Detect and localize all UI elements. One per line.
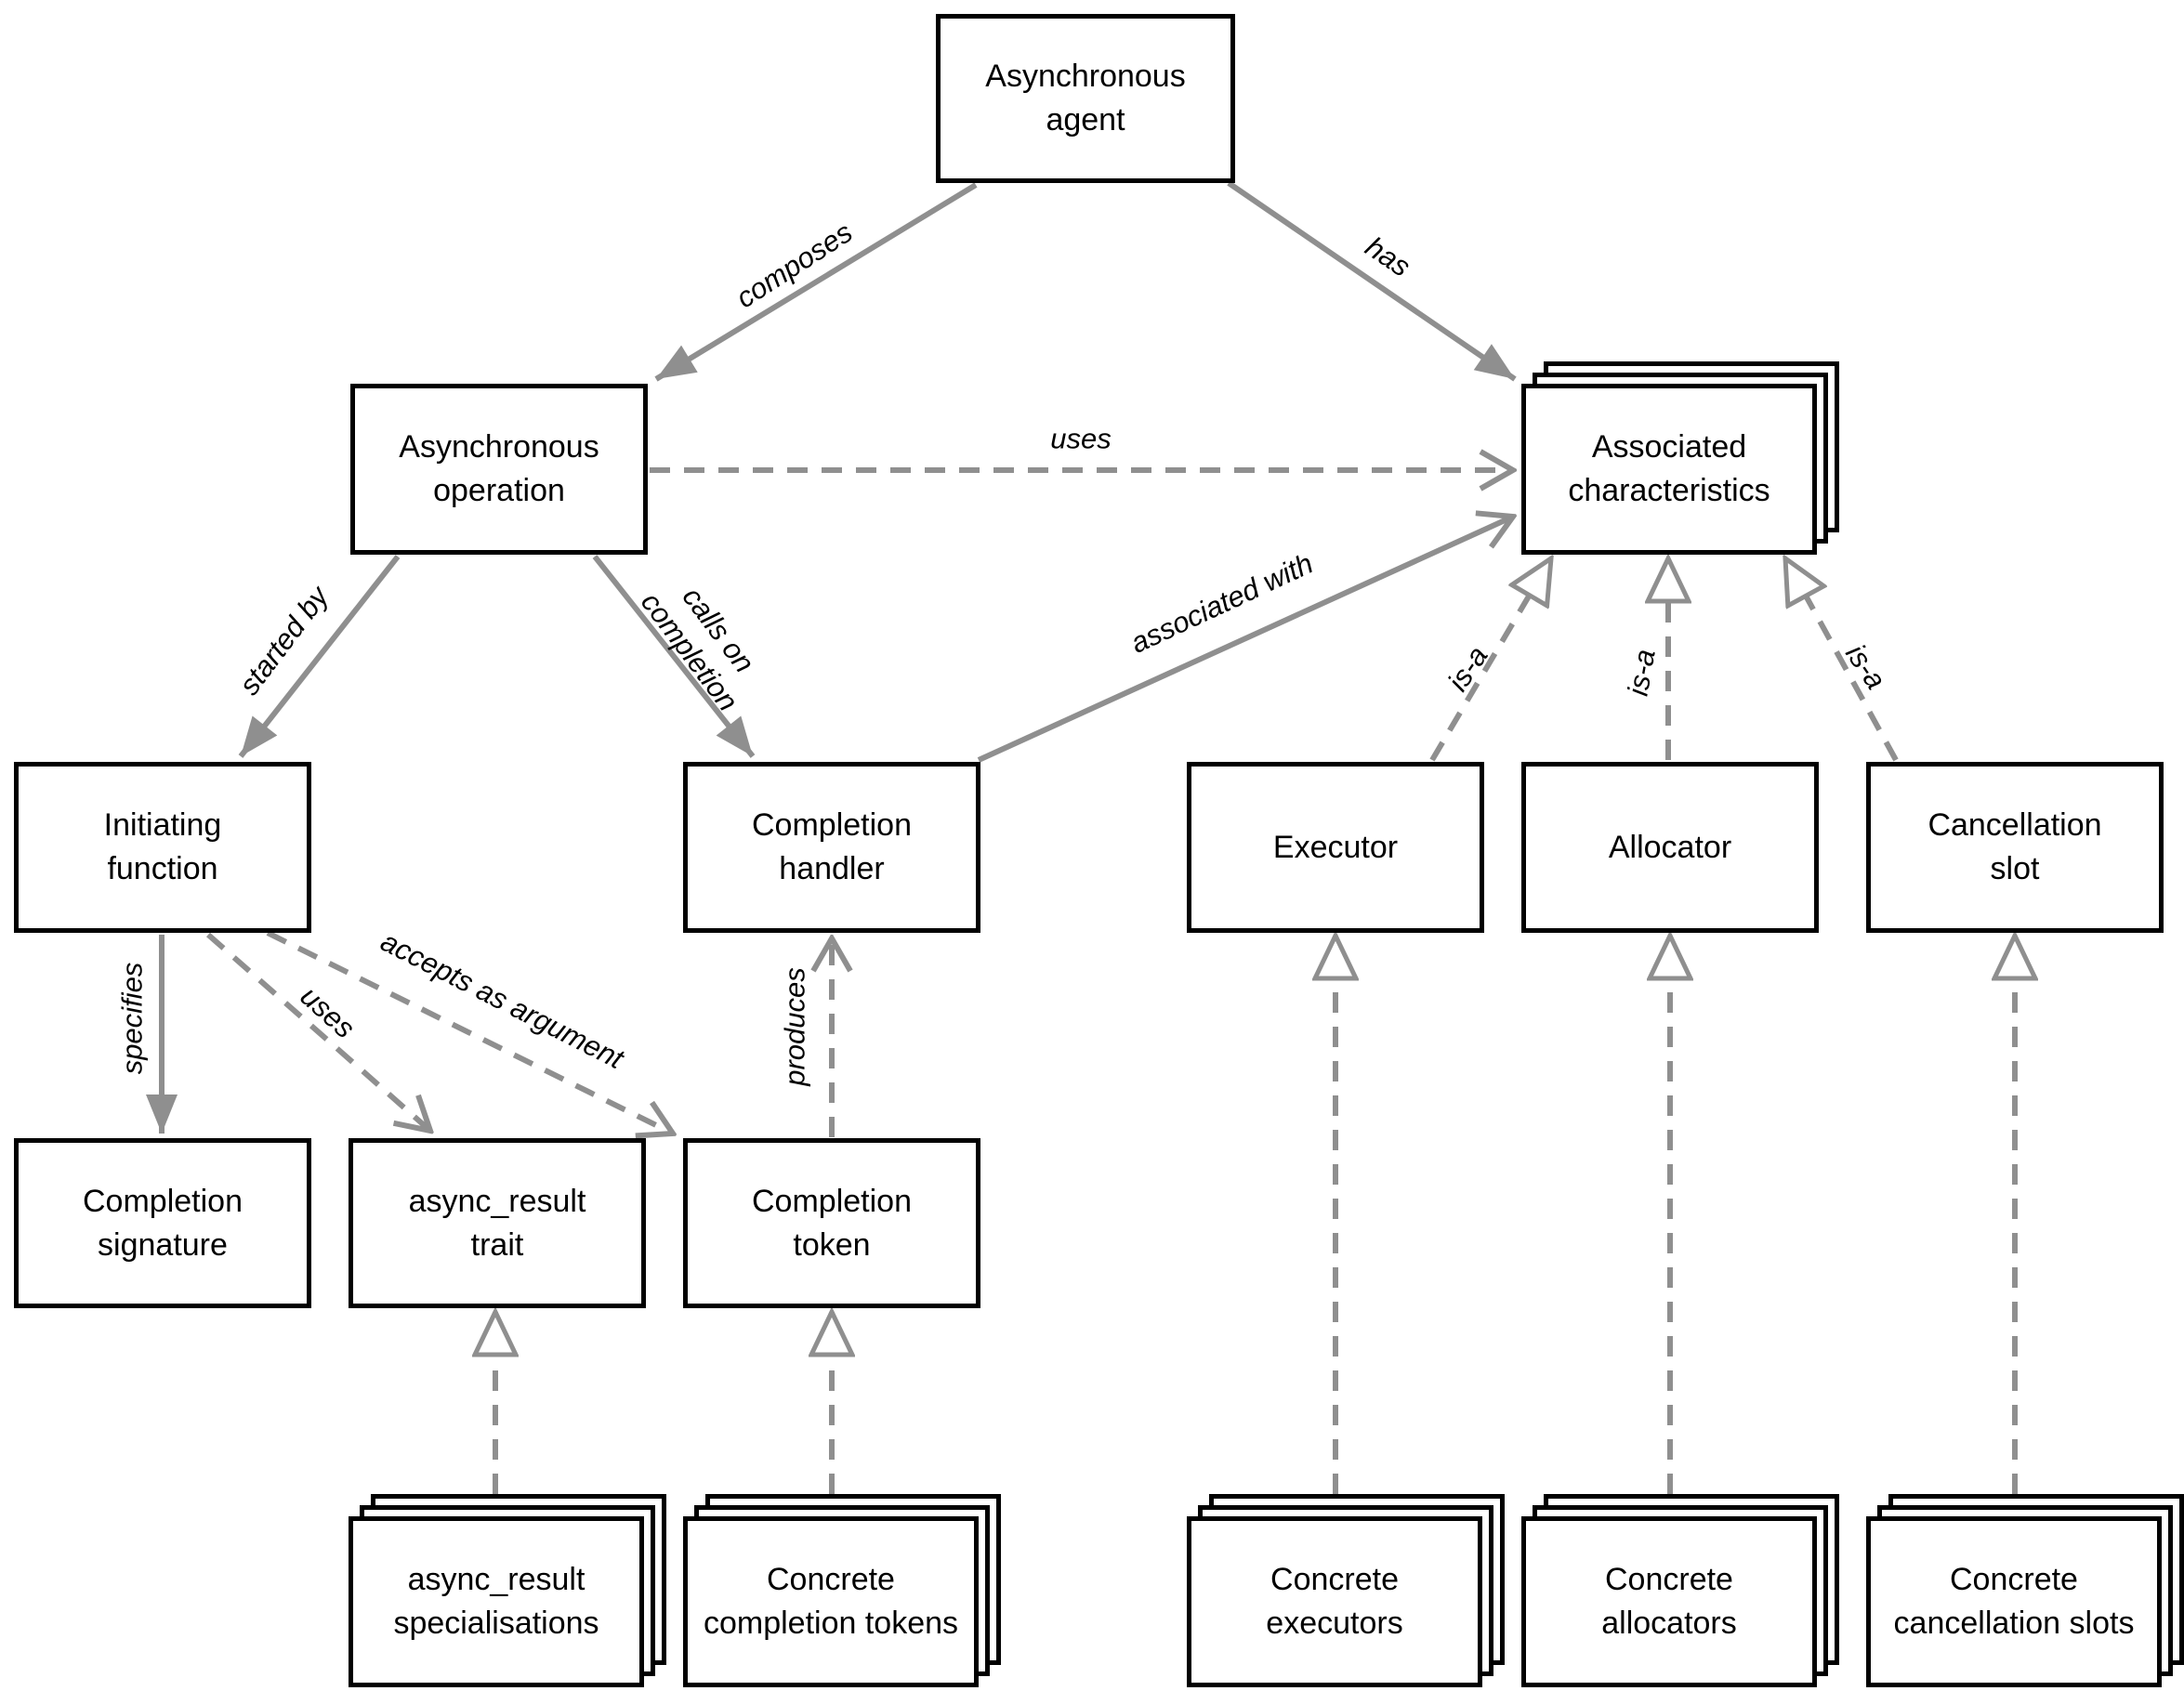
edge-associated-with — [977, 517, 1513, 763]
node-completion-handler: Completion handler — [683, 762, 980, 933]
node-concrete-executors: Concrete executors — [1187, 1494, 1505, 1687]
node-asynchronous-operation: Asynchronous operation — [350, 384, 648, 555]
node-initiating-function: Initiating function — [14, 762, 311, 933]
node-completion-signature: Completion signature — [14, 1138, 311, 1308]
edge-started-by — [238, 555, 401, 758]
node-concrete-executors-label: Concrete executors — [1187, 1516, 1482, 1687]
node-executor: Executor — [1187, 762, 1484, 933]
node-asynchronous-agent: Asynchronous agent — [936, 14, 1235, 183]
edge-calls-on-completion — [592, 555, 756, 758]
edge-accepts-as-argument — [266, 930, 673, 1134]
node-async-result-specialisations: async_result specialisations — [349, 1494, 666, 1687]
node-concrete-completion-tokens: Concrete completion tokens — [683, 1494, 1001, 1687]
node-concrete-allocators: Concrete allocators — [1521, 1494, 1839, 1687]
edge-uses-async-result — [206, 932, 430, 1131]
node-completion-token: Completion token — [683, 1138, 980, 1308]
edge-label-specifies: specifies — [115, 962, 149, 1075]
node-async-result-trait: async_result trait — [349, 1138, 646, 1308]
edge-composes — [654, 182, 978, 382]
node-associated-characteristics-label: Associated characteristics — [1521, 384, 1817, 555]
node-concrete-completion-tokens-label: Concrete completion tokens — [683, 1516, 979, 1687]
edge-label-uses-characteristics: uses — [1050, 422, 1112, 455]
node-concrete-cancellation-slots: Concrete cancellation slots — [1866, 1494, 2184, 1687]
edge-has — [1227, 180, 1517, 382]
node-cancellation-slot: Cancellation slot — [1866, 762, 2164, 933]
node-concrete-cancellation-slots-label: Concrete cancellation slots — [1866, 1516, 2162, 1687]
node-allocator: Allocator — [1521, 762, 1819, 933]
edge-is-a-cancellation-slot — [1785, 558, 1899, 762]
node-concrete-allocators-label: Concrete allocators — [1521, 1516, 1817, 1687]
edge-is-a-executor — [1429, 558, 1551, 762]
node-async-result-specialisations-label: async_result specialisations — [349, 1516, 644, 1687]
node-associated-characteristics: Associated characteristics — [1521, 361, 1839, 555]
edge-label-produces: produces — [778, 967, 811, 1086]
